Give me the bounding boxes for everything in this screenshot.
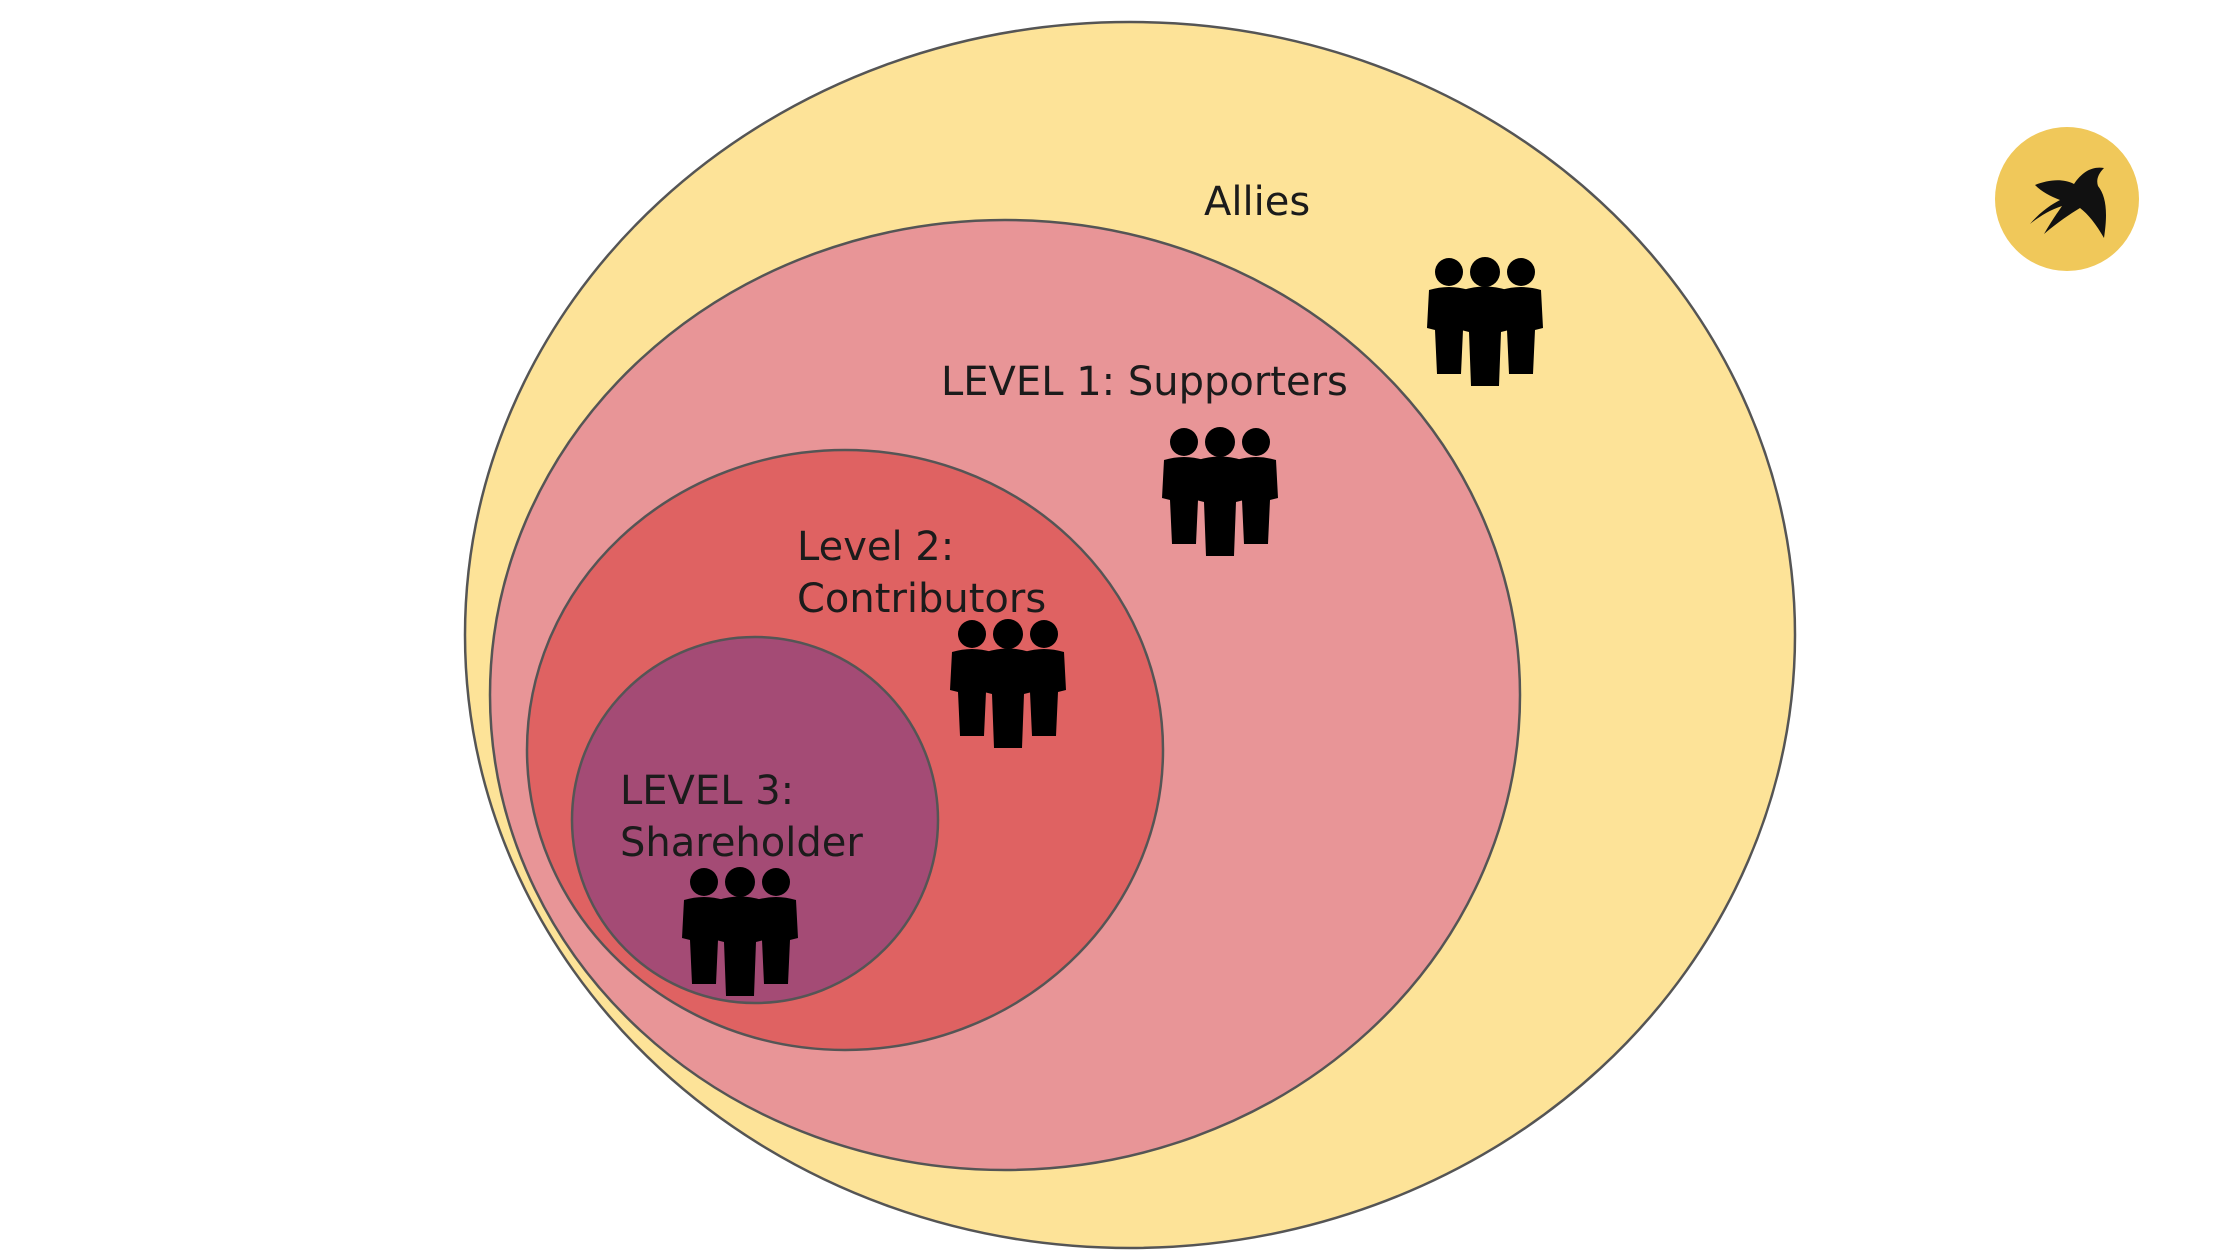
level2-contributors-label: Level 2: Contributors [797,524,1046,622]
allies-label: Allies [1204,179,1310,225]
level1-supporters-label: LEVEL 1: Supporters [941,359,1348,405]
level2-people-icon [950,619,1066,748]
level1-people-icon [1162,427,1278,556]
level3-people-icon [682,867,798,996]
level3-shareholder-ring [570,635,940,1005]
swallow-bird-icon [2030,167,2106,238]
allies-people-icon [1427,257,1543,386]
level3-shareholder-label: LEVEL 3: Shareholder [620,768,863,866]
logo [1995,127,2139,271]
